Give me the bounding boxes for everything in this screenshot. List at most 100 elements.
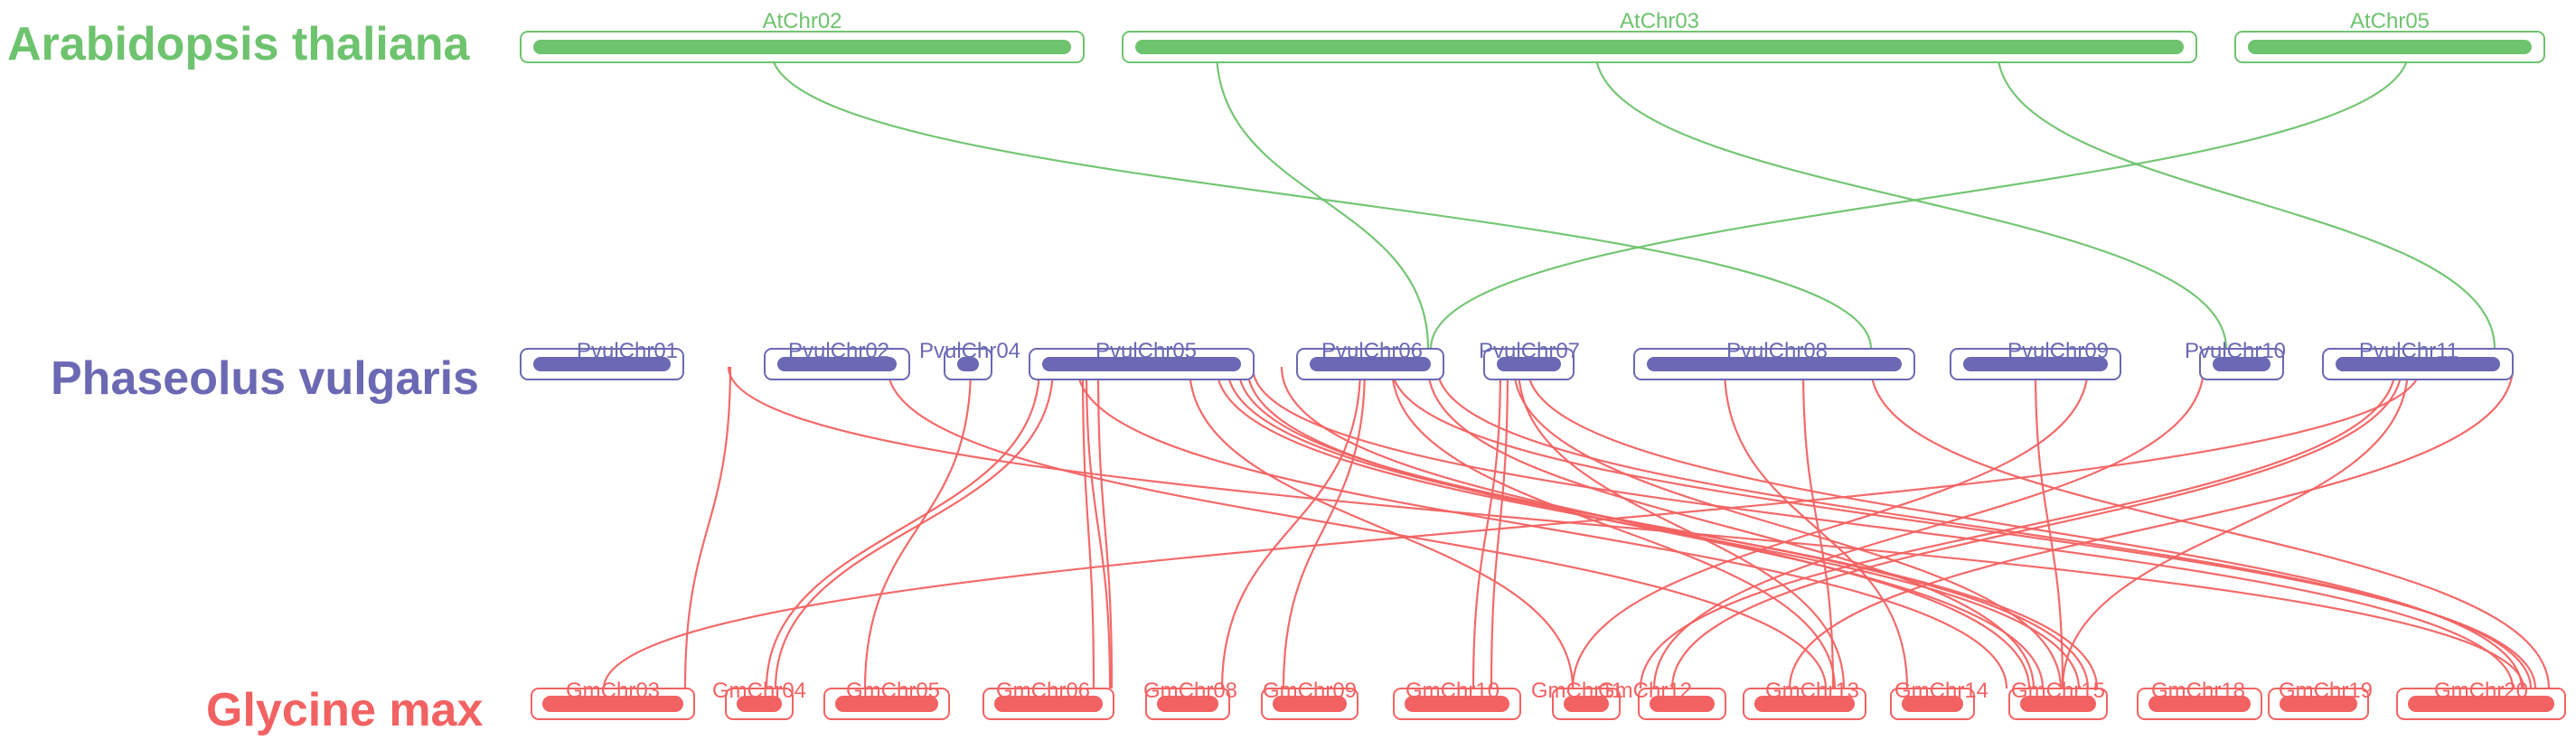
- synteny-link-pv-gm: [1426, 366, 2035, 689]
- chromosome-atchr02[interactable]: AtChr02: [520, 9, 1085, 63]
- synteny-link-pv-gm: [1512, 366, 2063, 689]
- chromosome-pvulchr09[interactable]: PvulChr09: [1950, 339, 2121, 380]
- synteny-link-pv-gm: [683, 366, 732, 689]
- chromosome-bar: [1902, 696, 1963, 712]
- synteny-link-pv-gm: [727, 366, 2525, 689]
- chromosome-label: GmChr04: [712, 679, 806, 703]
- chromosome-label: GmChr05: [846, 679, 940, 703]
- synteny-link-pv-gm: [1869, 366, 2551, 689]
- chromosome-gmchr12[interactable]: GmChr12: [1598, 679, 1726, 720]
- synteny-link-pv-gm: [2034, 366, 2064, 689]
- chromosome-gmchr14[interactable]: GmChr14: [1890, 679, 1988, 720]
- chromosome-pvulchr02[interactable]: PvulChr02: [764, 339, 910, 380]
- chromosome-label: GmChr15: [2011, 679, 2105, 703]
- chromosome-label: PvulChr10: [2185, 339, 2286, 363]
- synteny-link-at-pv: [1215, 49, 1430, 350]
- chromosome-bar: [2248, 40, 2532, 54]
- synteny-link-pv-gm: [1435, 366, 2533, 689]
- chromosome-bar: [1135, 40, 2184, 54]
- chromosome-gmchr04[interactable]: GmChr04: [712, 679, 806, 720]
- chromosome-bar: [1273, 696, 1347, 712]
- synteny-link-pv-gm: [1085, 366, 1112, 689]
- chromosome-gmchr08[interactable]: GmChr08: [1143, 679, 1237, 720]
- chromosome-bar: [533, 357, 671, 371]
- chromosome-bar: [533, 40, 1071, 54]
- synteny-link-pv-gm: [1251, 366, 2515, 689]
- synteny-link-pv-gm: [1571, 366, 2090, 689]
- chromosome-bar: [2336, 357, 2500, 371]
- chromosome-bar: [835, 696, 938, 712]
- synteny-link-pv-gm: [1081, 366, 1095, 689]
- synteny-link-pv-gm: [765, 366, 1041, 689]
- chromosome-gmchr20[interactable]: GmChr20: [2396, 679, 2566, 720]
- chromosome-label: GmChr09: [1263, 679, 1357, 703]
- chromosome-bar: [994, 696, 1103, 712]
- chromosome-bar: [1647, 357, 1902, 371]
- chromosome-pvulchr06[interactable]: PvulChr06: [1296, 339, 1444, 380]
- chromosome-label: GmChr11: [1531, 679, 1623, 703]
- synteny-link-pv-gm: [1236, 366, 2090, 689]
- synteny-link-pv-gm: [774, 366, 1055, 689]
- chromosome-label: GmChr08: [1143, 679, 1237, 703]
- species-labels: Arabidopsis thaliana Phaseolus vulgaris …: [7, 18, 483, 736]
- synteny-link-pv-gm: [1490, 366, 1509, 689]
- chromosome-bar: [1310, 357, 1431, 371]
- chromosome-atchr05[interactable]: AtChr05: [2234, 9, 2545, 63]
- chromosome-gmchr10[interactable]: GmChr10: [1393, 679, 1521, 720]
- chromosome-gmchr09[interactable]: GmChr09: [1261, 679, 1359, 720]
- chromosome-gmchr11[interactable]: GmChr11: [1531, 679, 1623, 720]
- chromosome-gmchr18[interactable]: GmChr18: [2137, 679, 2262, 720]
- chromosome-label: AtChr05: [2350, 9, 2430, 33]
- synteny-link-pv-gm: [1471, 366, 1502, 689]
- chromosome-bar: [957, 357, 979, 371]
- chromosome-pvulchr05[interactable]: PvulChr05: [1029, 339, 1255, 380]
- chromosome-pvulchr04[interactable]: PvulChr04: [919, 339, 1020, 380]
- chromosome-atchr03[interactable]: AtChr03: [1122, 9, 2197, 63]
- chromosome-bar: [1497, 357, 1561, 371]
- chromosome-pvulchr01[interactable]: PvulChr01: [520, 339, 684, 380]
- chromosome-bar: [2020, 696, 2096, 712]
- chromosome-label: PvulChr09: [2007, 339, 2109, 363]
- chromosome-bar: [2213, 357, 2270, 371]
- chromosome-bar: [1157, 696, 1218, 712]
- chromosome-label: PvulChr02: [788, 339, 889, 363]
- synteny-link-pv-gm: [1526, 366, 2524, 689]
- chromosome-label: PvulChr07: [1479, 339, 1580, 363]
- chromosome-label: GmChr20: [2434, 679, 2528, 703]
- chromosome-bar: [542, 696, 683, 712]
- synteny-link-pv-gm: [1282, 366, 1367, 689]
- chromosome-bar: [1042, 357, 1241, 371]
- chromosome-label: PvulChr01: [577, 339, 678, 363]
- synteny-link-pv-gm: [1188, 366, 1575, 689]
- synteny-link-pv-gm: [1280, 366, 2031, 689]
- chromosome-gmchr15[interactable]: GmChr15: [2008, 679, 2108, 720]
- chromosome-pvulchr08[interactable]: PvulChr08: [1633, 339, 1915, 380]
- chromosome-label: PvulChr11: [2359, 339, 2458, 363]
- chromosome-gmchr19[interactable]: GmChr19: [2268, 679, 2373, 720]
- chromosome-pvulchr11[interactable]: PvulChr11: [2322, 339, 2514, 380]
- synteny-link-pv-gm: [1652, 366, 2205, 689]
- chromosome-pvulchr10[interactable]: PvulChr10: [2185, 339, 2286, 380]
- synteny-link-pv-gm: [1788, 366, 2515, 689]
- synteny-link-pv-gm: [602, 366, 2422, 689]
- chromosome-bar: [1650, 696, 1715, 712]
- chromosome-label: GmChr12: [1598, 679, 1692, 703]
- chromosome-pvulchr07[interactable]: PvulChr07: [1479, 339, 1580, 380]
- chromosome-bar: [737, 696, 782, 712]
- chromosome-gmchr13[interactable]: GmChr13: [1743, 679, 1866, 720]
- chromosome-gmchr05[interactable]: GmChr05: [823, 679, 950, 720]
- chromosome-bar: [2280, 696, 2357, 712]
- chromosome-label: PvulChr04: [919, 339, 1020, 363]
- synteny-link-pv-gm: [1390, 366, 1837, 689]
- chromosome-label: GmChr14: [1894, 679, 1988, 703]
- chromosome-label: PvulChr08: [1726, 339, 1828, 363]
- chromosome-gmchr06[interactable]: GmChr06: [982, 679, 1114, 720]
- chromosome-label: PvulChr05: [1095, 339, 1197, 363]
- synteny-link-pv-gm: [1517, 366, 1846, 689]
- chromosome-label: AtChr03: [1620, 9, 1699, 33]
- chromosome-label: GmChr19: [2279, 679, 2373, 703]
- chromosome-gmchr03[interactable]: GmChr03: [531, 679, 695, 720]
- synteny-link-pv-gm: [863, 366, 973, 689]
